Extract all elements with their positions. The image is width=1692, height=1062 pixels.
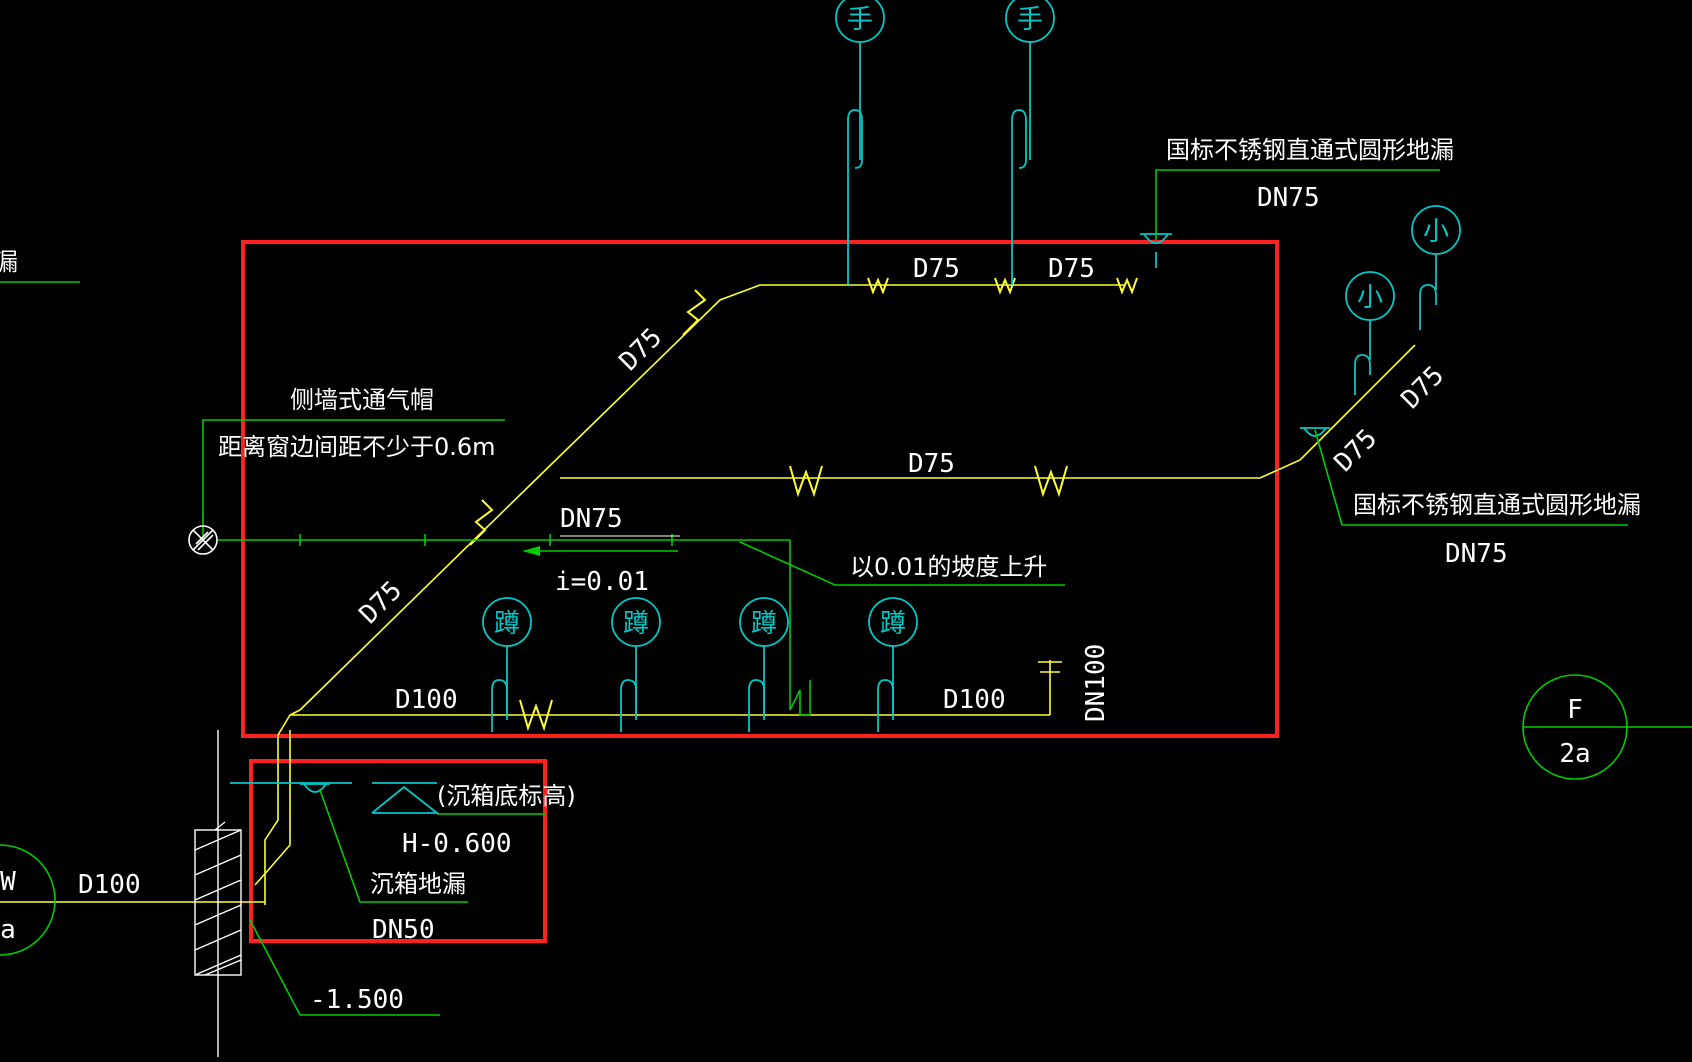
fixture-urinal-label-1: 小 (1357, 283, 1383, 313)
leader-lines (0, 169, 1692, 1016)
outlet-elevation: -1.500 (310, 985, 404, 1015)
left-edge-fragment: 漏 (0, 248, 18, 276)
slope-arrowhead (522, 546, 540, 556)
fixture-squat-label-1: 蹲 (494, 609, 520, 639)
d75-diag-lower: D75 (354, 576, 408, 630)
axis-bubble-left (0, 844, 56, 956)
floor-drain-right-name: 国标不锈钢直通式圆形地漏 (1353, 491, 1641, 519)
axis-bubble-bottom-text: 2a (1559, 739, 1590, 769)
sink-box-drain-size: DN50 (372, 915, 435, 945)
fixture-hand-label-2: 手 (1017, 5, 1043, 35)
d75-right-1: D75 (1396, 361, 1450, 415)
d100-outlet: D100 (78, 870, 141, 900)
elevation-marker-icon (230, 782, 440, 814)
fixture-urinal-label-2: 小 (1423, 217, 1449, 247)
fixture-squat-label-4: 蹲 (880, 609, 906, 639)
dn100-vertical: DN100 (1081, 644, 1111, 722)
slope-label: i=0.01 (555, 567, 649, 597)
highlight-box-main (241, 240, 1279, 738)
d75-diag-upper: D75 (614, 323, 668, 377)
left-bubble-top-text: W (0, 867, 16, 897)
left-bubble-bottom-text: a (0, 915, 16, 945)
dn75-label: DN75 (560, 504, 623, 534)
axis-bubble-top-text: F (1567, 695, 1583, 725)
sink-box-elevation-label: (沉箱底标高) (437, 782, 576, 810)
fixture-hand-label-1: 手 (847, 5, 873, 35)
slope-note: 以0.01的坡度上升 (850, 553, 1047, 581)
vent-cap-name: 侧墙式通气帽 (290, 386, 434, 414)
d75-right-2: D75 (1329, 424, 1383, 478)
sink-box-elevation-value: H-0.600 (402, 829, 512, 859)
floor-drain-top-size: DN75 (1257, 183, 1320, 213)
d75-middle: D75 (908, 449, 955, 479)
vent-cap-note: 距离窗边间距不少于0.6m (218, 433, 496, 461)
vent-cap-icon (188, 525, 218, 555)
pipe-network (0, 284, 1416, 905)
pipe-w-markers (469, 277, 1138, 732)
d100-left: D100 (395, 685, 458, 715)
floor-drain-right-size: DN75 (1445, 539, 1508, 569)
d75-top-1: D75 (913, 254, 960, 284)
d100-right: D100 (943, 685, 1006, 715)
fixture-squat-label-3: 蹲 (751, 609, 777, 639)
fixture-squat-label-2: 蹲 (623, 609, 649, 639)
floor-drain-top-name: 国标不锈钢直通式圆形地漏 (1166, 136, 1454, 164)
fixtures (300, 0, 1461, 793)
highlight-box-sinkbox (249, 759, 547, 943)
d75-top-2: D75 (1048, 254, 1095, 284)
sink-box-drain-label: 沉箱地漏 (370, 870, 466, 898)
wall-section (194, 730, 242, 1057)
